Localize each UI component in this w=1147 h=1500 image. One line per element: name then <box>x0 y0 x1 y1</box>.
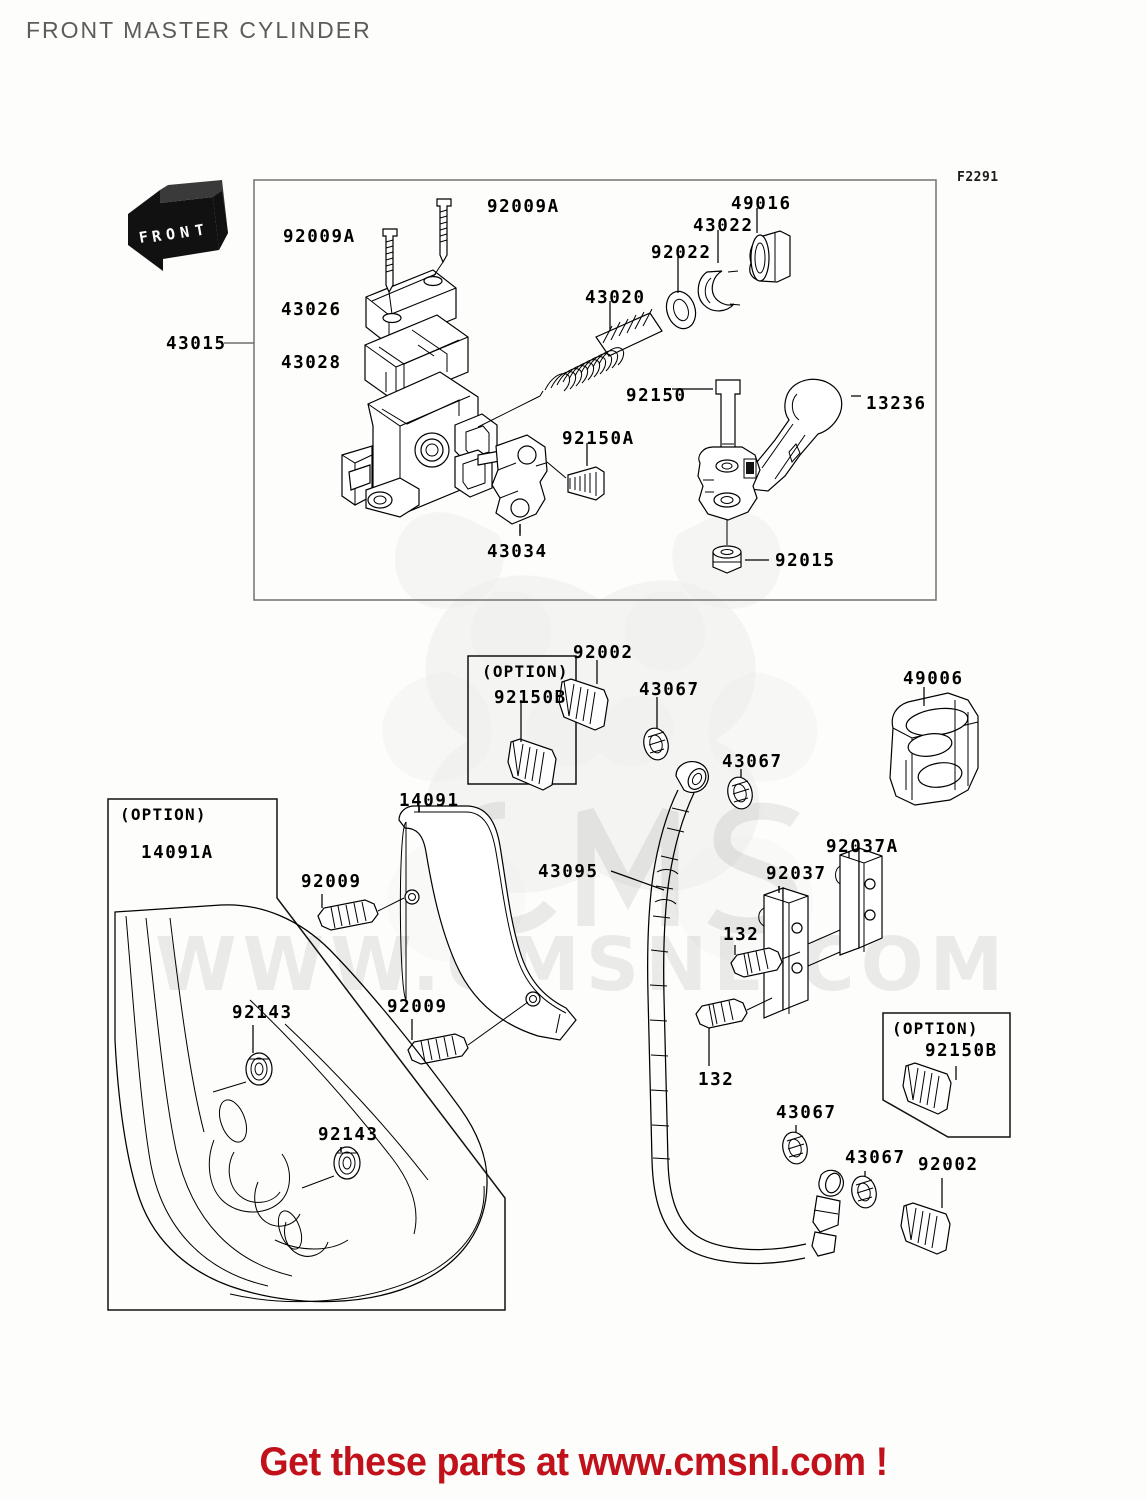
svg-text:R: R <box>151 226 164 245</box>
callout-92143-1: 92143 <box>232 1003 293 1023</box>
callout-49006: 49006 <box>903 669 964 689</box>
callout-43034: 43034 <box>487 542 548 562</box>
callout-14091: 14091 <box>399 791 460 811</box>
option-label-mid: (OPTION) <box>482 662 569 681</box>
part-132-bolt-2 <box>695 997 773 1066</box>
part-92150B-mid-bolt <box>507 700 557 791</box>
part-92015-nut <box>712 545 769 574</box>
sheet-code: F2291 <box>957 170 999 185</box>
callout-92009-2: 92009 <box>387 997 448 1017</box>
callout-13236: 13236 <box>866 394 927 414</box>
part-92150B-right-bolt <box>902 1062 957 1115</box>
callout-132-1: 132 <box>723 925 760 945</box>
page-title: FRONT MASTER CYLINDER <box>26 17 372 43</box>
part-43015-master-cylinder-body <box>341 371 501 518</box>
callout-92015: 92015 <box>775 551 836 571</box>
callout-43028: 43028 <box>281 353 342 373</box>
part-14091A-hand-guard <box>114 904 488 1303</box>
callout-92002-1: 92002 <box>573 643 634 663</box>
callout-43015: 43015 <box>166 334 227 354</box>
part-lever-holder <box>697 446 761 545</box>
callout-43067-2: 43067 <box>722 752 783 772</box>
part-43026-reservoir-cap <box>365 269 457 346</box>
callout-43022: 43022 <box>693 216 754 236</box>
part-92143-bushing-1 <box>212 1025 273 1093</box>
callout-132-2: 132 <box>698 1070 735 1090</box>
part-43034-clamp <box>491 434 548 536</box>
part-43067-washer-2 <box>727 769 753 810</box>
callout-92037: 92037 <box>766 864 827 884</box>
part-92009A-screw-2 <box>432 198 452 278</box>
callout-92150A: 92150A <box>562 429 635 449</box>
option-label-right: (OPTION) <box>892 1019 979 1038</box>
part-132-bolt-1 <box>730 945 801 978</box>
part-92009A-screw-1 <box>382 228 398 315</box>
callout-92009A-1: 92009A <box>283 227 356 247</box>
part-49016-dust-boot <box>749 208 791 283</box>
callout-43026: 43026 <box>281 300 342 320</box>
part-43095-brake-hose <box>610 761 844 1265</box>
callout-43067-3: 43067 <box>776 1103 837 1123</box>
part-43067-washer-1 <box>643 697 669 761</box>
svg-text:F: F <box>138 228 150 247</box>
callout-43067-1: 43067 <box>639 680 700 700</box>
callout-92150: 92150 <box>626 386 687 406</box>
option-part-92150B-right: 92150B <box>925 1041 998 1061</box>
callout-92143-2: 92143 <box>318 1125 379 1145</box>
callout-43095: 43095 <box>538 862 599 882</box>
footer-cta: Get these parts at www.cmsnl.com ! <box>259 1440 888 1484</box>
callout-43020: 43020 <box>585 288 646 308</box>
part-43067-washer-3 <box>782 1125 808 1165</box>
callout-43067-4: 43067 <box>845 1148 906 1168</box>
front-direction-arrow: F R O N T <box>128 180 228 271</box>
part-92022-washer <box>665 257 697 330</box>
part-92009-bolt-1 <box>317 894 405 931</box>
svg-text:T: T <box>194 221 206 240</box>
part-49006-boot <box>889 687 979 806</box>
option-part-14091A: 14091A <box>141 843 214 863</box>
callout-92009A-2: 92009A <box>487 197 560 217</box>
part-92143-bushing-2 <box>301 1146 361 1189</box>
callout-92009-1: 92009 <box>301 872 362 892</box>
callout-92037A: 92037A <box>826 837 899 857</box>
part-43028-diaphragm <box>364 314 469 403</box>
part-92002-bolt-lower <box>900 1178 951 1255</box>
part-43067-washer-4 <box>851 1171 877 1209</box>
callout-49016: 49016 <box>731 194 792 214</box>
callout-92022: 92022 <box>651 243 712 263</box>
option-part-92150B-mid: 92150B <box>494 688 567 708</box>
part-43020-piston-assembly <box>477 301 663 428</box>
svg-text:N: N <box>179 223 191 242</box>
svg-text:WWW.CMSNL.COM: WWW.CMSNL.COM <box>155 922 1009 1008</box>
part-92037-bracket <box>758 886 809 1019</box>
part-92150A-bolt <box>546 443 605 501</box>
upper-assembly-frame <box>253 179 937 601</box>
callout-92002-2: 92002 <box>918 1155 979 1175</box>
option-label-left: (OPTION) <box>120 805 207 824</box>
svg-text:O: O <box>165 225 177 244</box>
part-13236-brake-lever <box>743 378 861 492</box>
